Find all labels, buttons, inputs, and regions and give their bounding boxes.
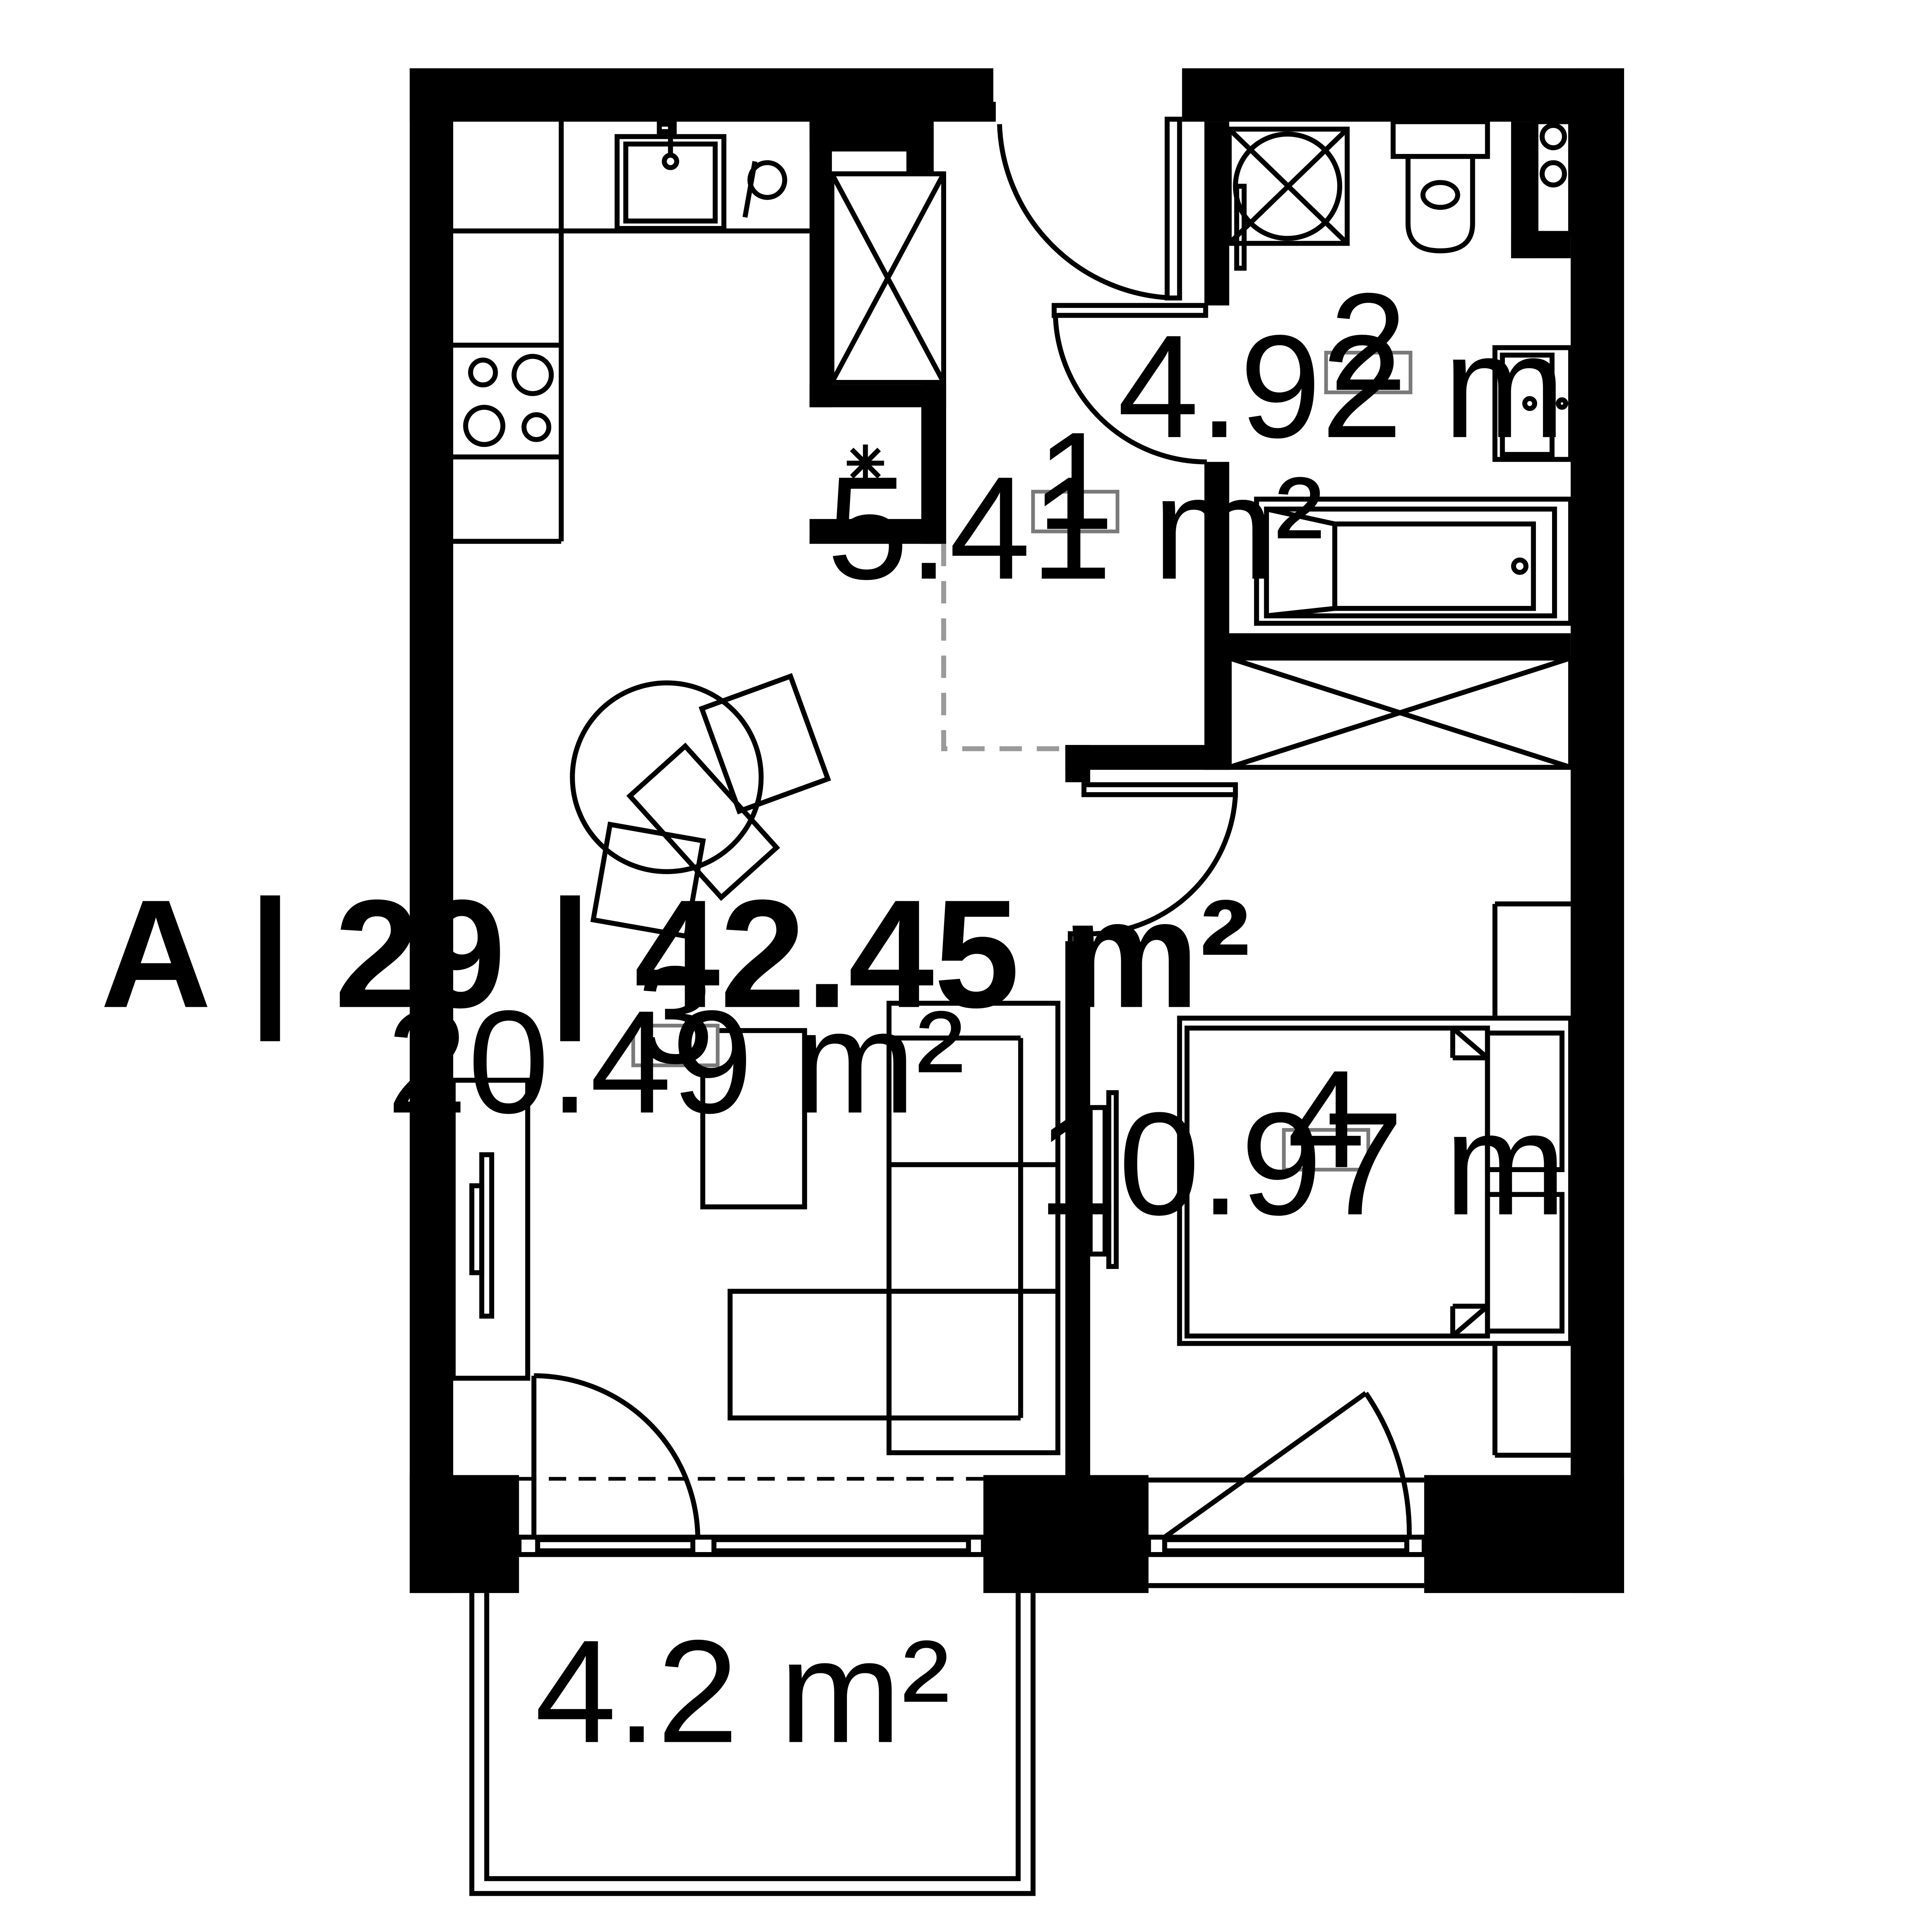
room-4-area: 10.97 m² (1037, 1082, 1615, 1245)
wall-kitchen-column (809, 122, 832, 408)
room-1-label: 1 5.41 m² (827, 403, 1324, 609)
wall-left (409, 68, 454, 1593)
ventilation-icon (847, 444, 884, 482)
apartment-label: A | 29 | 42.45 m² (100, 868, 1250, 1043)
room-2-number: 2 (1330, 264, 1407, 419)
bathtub-icon (1254, 496, 1573, 626)
door-swing-bedroom-window (1163, 1391, 1412, 1539)
wall-wc-riser-bottom (1511, 233, 1571, 258)
tv-bedroom-icon (1087, 1090, 1119, 1269)
window-icon (516, 1534, 986, 1557)
washing-machine-icon (1226, 126, 1350, 271)
wall-top-right (1182, 68, 1624, 122)
wardrobe-icon (1226, 656, 1573, 770)
pier-bottom-middle (983, 1475, 1149, 1593)
room-3-label: 3 20.49 m² (386, 937, 965, 1143)
door-swing-bathroom (1052, 303, 1208, 465)
room-4-label: 4 10.97 m² (1037, 1041, 1615, 1245)
hall-zone-boundary (941, 544, 1065, 751)
wall-bath-bottom (1204, 633, 1571, 658)
sofa-icon (728, 1000, 1061, 1456)
balcony (469, 1593, 1036, 1896)
riser-bathroom (1533, 119, 1573, 236)
washbasin-icon (1492, 345, 1573, 462)
room-2-label: 2 4.92 m² (1117, 264, 1614, 468)
room-4-number: 4 (1287, 1041, 1365, 1197)
trash-bin-icon (742, 160, 787, 218)
room-1-area: 5.41 m² (827, 446, 1324, 610)
bedroom (1087, 901, 1573, 1458)
living-room (450, 673, 1061, 1456)
room-3-number: 3 (637, 937, 714, 1092)
pier-bottom-right (1424, 1475, 1624, 1593)
wall-riser-right (906, 122, 934, 174)
wall-top-left (409, 68, 993, 122)
walls (409, 68, 1624, 1593)
doors (531, 102, 1412, 1540)
tv-icon (450, 1078, 530, 1381)
room-2-area: 4.92 m² (1117, 304, 1614, 468)
stove-icon (463, 354, 554, 447)
room-3-area: 20.49 m² (386, 980, 965, 1144)
wall-bedroom-left (1065, 941, 1090, 1478)
wall-right (1571, 68, 1624, 1593)
wall-column-bottom (809, 519, 947, 544)
windows (516, 1477, 1427, 1588)
coffee-table-icon (700, 1028, 807, 1210)
room-labels: 1 5.41 m² 2 4.92 m² A | 29 | 42.45 m² 3 … (100, 264, 1615, 1773)
sink-icon (615, 122, 726, 231)
fridge-icon (829, 171, 947, 385)
wall-column-right (921, 385, 947, 544)
door-swing-balcony (531, 1373, 700, 1540)
bed-icon (1177, 1015, 1573, 1346)
riser-kitchen: G W (829, 111, 909, 152)
wall-bath-lower (1204, 462, 1230, 651)
pier-bottom-left (409, 1475, 519, 1593)
kitchen: G W (453, 111, 947, 544)
wall-hall-stub (1065, 745, 1090, 782)
toilet-icon (1391, 119, 1490, 254)
dining-table-icon (570, 673, 831, 939)
wall-hall-step (1065, 745, 1230, 770)
riser-label-water: W (861, 111, 892, 147)
riser-label-gas: G (835, 111, 861, 147)
wall-bath-upper (1204, 122, 1230, 306)
window-bedroom (1146, 1477, 1427, 1588)
balcony-area: 4.2 m² (535, 1609, 950, 1773)
door-swing-bedroom (1068, 782, 1238, 947)
door-swing-icon (991, 102, 1182, 301)
wardrobe-bedroom (1492, 901, 1571, 1458)
room-1-number: 1 (1037, 403, 1114, 558)
bathroom (1226, 119, 1573, 626)
